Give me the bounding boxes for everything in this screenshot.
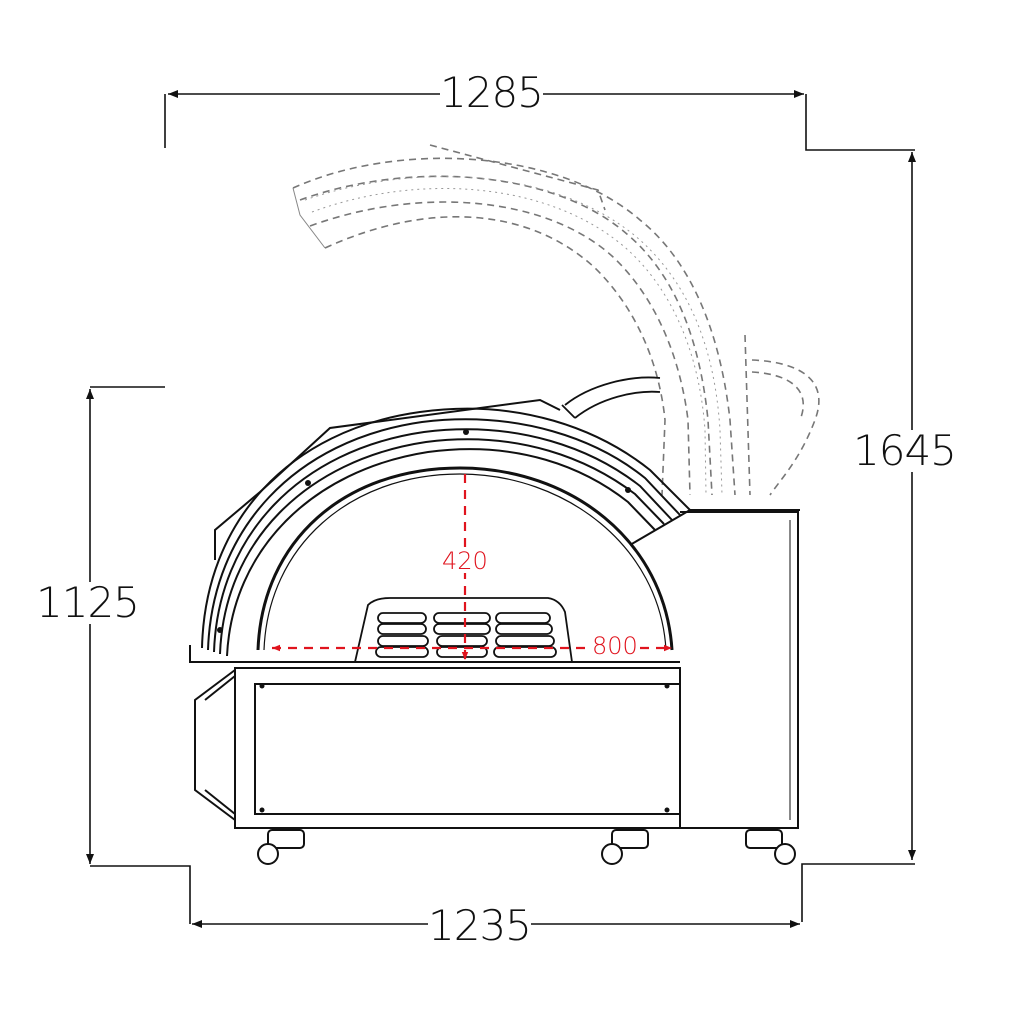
open-hood-texture	[292, 176, 723, 496]
open-hood-ghost	[292, 144, 820, 496]
cabinet-screws	[259, 683, 670, 813]
handle	[561, 376, 661, 419]
dimension-label-1645: 1645	[853, 426, 957, 475]
dimension-label-1125: 1125	[36, 578, 140, 627]
dimension-label-1235: 1235	[428, 901, 532, 950]
dimension-label-420: 420	[442, 547, 488, 575]
caster-left	[257, 829, 305, 865]
caster-middle	[601, 829, 649, 865]
vent-panel	[354, 597, 573, 663]
closed-hood	[189, 398, 800, 663]
extension-line-left-bottom	[90, 865, 191, 924]
caster-right	[745, 829, 796, 865]
hood-rivets	[217, 429, 631, 633]
base-cabinet	[194, 511, 799, 829]
casters	[257, 829, 796, 865]
dimension-label-1285: 1285	[440, 68, 544, 117]
extension-line-bottom-right	[801, 863, 915, 922]
interior-dimensions	[272, 474, 672, 660]
dimension-label-800: 800	[592, 632, 638, 660]
extension-line-top-right	[805, 94, 915, 151]
